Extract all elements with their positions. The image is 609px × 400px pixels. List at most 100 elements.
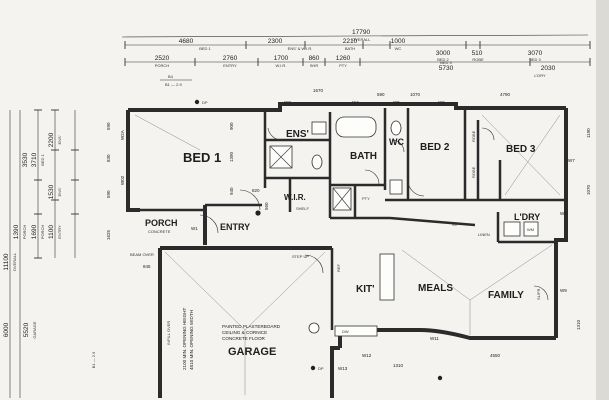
opening-note-2: 4810 MIN. OPENING WIDTH (189, 310, 194, 370)
room-label-garage: GARAGE (228, 346, 276, 358)
window-w5: W5 (393, 100, 400, 105)
dishwasher-label: DW (342, 329, 349, 334)
dim-left-ens-sub: ENS' (57, 135, 62, 144)
window-w11: W11 (430, 336, 439, 341)
sl-fr-label: SL/FR (536, 289, 541, 300)
dim-1310-bottom: 1310 (393, 363, 404, 368)
wm-label: WM (527, 227, 534, 232)
room-label-bed2: BED 2 (420, 142, 450, 153)
dim-4550: 4550 (490, 353, 501, 358)
left-dimension-chains: 11100 OVERALL 6000 5520 GARAGE 3710 3530… (3, 109, 96, 398)
dim-bed2: 3000 (436, 50, 451, 57)
dim-left-porch-2-sub: PORCH (40, 225, 45, 240)
robe-label-1: ROBE (471, 130, 476, 142)
garage-note-1: PAINTED PLASTERBOARD (222, 324, 281, 329)
dim-590-left-2: 590 (106, 190, 111, 198)
dim-ldry-sub: L'DRY (534, 73, 546, 78)
dim-bath-sub: BATH (345, 46, 355, 51)
dim-left-bed1: 3710 (31, 152, 38, 167)
dim-wir: 1700 (274, 55, 289, 62)
ensuite-toilet (311, 154, 323, 170)
dim-1070: 1070 (410, 92, 421, 97)
washing-machine (523, 221, 539, 237)
dim-left-entry-sub: ENTRY (57, 225, 62, 239)
window-w4: W4 (352, 100, 359, 105)
dim-left-overall-sub: OVERALL (12, 252, 17, 271)
garage-note-2: CEILING & CORNICE (222, 330, 267, 335)
svg-text:B4: B4 (168, 74, 174, 79)
dim-1190: 1190 (586, 128, 591, 138)
dim-left-garage-sub: GARAGE (32, 321, 37, 338)
dim-pty: 1260 (336, 55, 351, 62)
dim-900: 900 (229, 122, 234, 130)
dim-left-ens: 2200 (48, 132, 55, 147)
opening-note-1: 2100 MIN. OPENING HEIGHT (182, 308, 187, 370)
bathtub (335, 116, 377, 138)
downpipe-markers (194, 99, 443, 381)
fixtures (269, 116, 539, 337)
dim-robe: 510 (472, 50, 483, 57)
dim-left-ens-2: 1530 (48, 184, 55, 199)
sv-label: SV (452, 222, 458, 227)
ensuite-vanity (311, 121, 327, 135)
window-w12: W12 (362, 353, 372, 358)
dim-845: 845 (143, 264, 151, 269)
dim-bed3-lower: 5730 (439, 65, 454, 72)
robe-label-2: ROBE (471, 166, 476, 178)
dim-ldry: 2030 (541, 65, 556, 72)
dim-bed1-sub: BED 1 (199, 46, 211, 51)
dim-wc-sub: WC (395, 46, 402, 51)
dim-560: 560 (264, 202, 269, 210)
dim-left-bed1-2: 3530 (22, 152, 29, 167)
dim-1625: 1625 (106, 229, 111, 240)
dim-left-porch-sub: PORCH (22, 225, 27, 240)
exterior-walls (126, 102, 568, 398)
roof-diagonals (134, 114, 561, 395)
window-w3: W3 (284, 100, 291, 105)
section-marker-left: B1 — 2.9 (91, 351, 96, 368)
dp-label-bottom: DP (318, 366, 324, 371)
window-w1: W1 (191, 226, 198, 231)
dim-left-garage-2: 5520 (23, 322, 30, 337)
dim-ens-wir: 2300 (268, 38, 283, 45)
room-label-ens: ENS' (286, 129, 309, 140)
section-marker-top: B4 B1 — 2.9 (160, 74, 192, 87)
bath-vanity (389, 179, 403, 195)
page-binding-shadow (596, 0, 609, 400)
step-up-label: STEP UP (292, 254, 309, 259)
window-w02: W02 (120, 175, 125, 185)
dim-bed3: 3070 (528, 50, 543, 57)
dim-820: 820 (252, 188, 260, 193)
dim-ens-wir-sub: ENS' & W.I.R. (288, 46, 313, 51)
window-w9: W9 (560, 288, 567, 293)
dim-wir-sub: W.I.R. (276, 63, 287, 68)
dim-left-porch: 1390 (13, 224, 20, 239)
window-w13: W13 (338, 366, 348, 371)
ref-label: REF (336, 263, 341, 272)
pty-label: PTY (362, 196, 370, 201)
dim-1070-right: 1070 (586, 184, 591, 195)
room-label-bed1: BED 1 (183, 150, 221, 165)
concrete-label: CONCRETE (148, 229, 171, 234)
dim-robe-sub: ROBE (472, 57, 484, 62)
dim-left-ens-2-sub: ENS' (57, 187, 62, 196)
dim-590-left: 590 (106, 122, 111, 130)
dim-1390: 1390 (229, 151, 234, 162)
garage-note-3: CONCRETE FLOOR (222, 336, 266, 341)
dim-left-garage: 6000 (3, 322, 10, 337)
dim-bed3-sub: BED 3 (529, 57, 541, 62)
dp-label-top: DP (202, 100, 208, 105)
window-w7: W7 (568, 158, 575, 163)
dim-left-porch-2: 1690 (31, 224, 38, 239)
overall-width-dim: 17790 (352, 29, 370, 36)
laundry-trough (503, 221, 521, 237)
dim-940: 940 (229, 187, 234, 195)
dim-wc: 1000 (391, 38, 406, 45)
window-w6: W6 (438, 100, 445, 105)
room-label-wc: WC (389, 137, 404, 147)
room-label-wir: W.I.R. (284, 193, 306, 202)
dim-shr-sub: SHR (310, 63, 319, 68)
dim-left-overall: 11100 (3, 253, 10, 270)
room-labels: BED 1 ENS' BATH WC BED 2 BED 3 W.I.R. PO… (145, 129, 540, 358)
